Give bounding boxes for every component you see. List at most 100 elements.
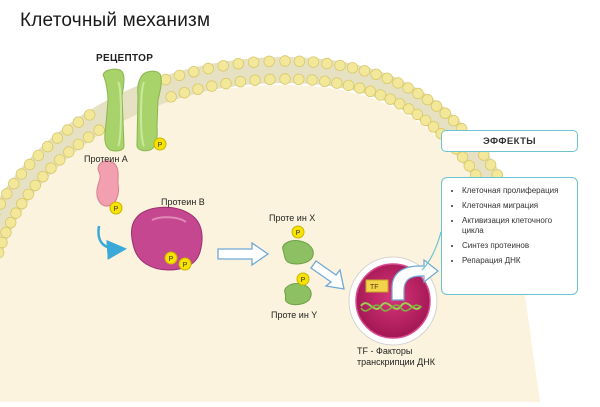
membrane-bead	[354, 82, 366, 94]
membrane-bead	[403, 103, 415, 115]
membrane-bead	[159, 73, 172, 86]
membrane-bead	[217, 60, 229, 72]
membrane-bead	[29, 179, 42, 192]
membrane-bead	[22, 188, 35, 201]
membrane-bead	[234, 75, 247, 88]
membrane-bead	[456, 151, 469, 163]
membrane-bead	[232, 58, 245, 70]
tf-short-label: TF	[370, 284, 379, 291]
phosphate-label: P	[158, 142, 163, 149]
protein-y-label: Проте ин Y	[271, 310, 318, 320]
membrane-bead	[263, 55, 275, 68]
membrane-bead	[412, 87, 424, 100]
membrane-bead	[364, 85, 377, 98]
arrow-b-to-x	[217, 241, 270, 267]
membrane-bead	[307, 56, 320, 68]
protein-a	[96, 160, 119, 207]
membrane-bead	[484, 159, 497, 171]
membrane-bead	[447, 114, 460, 127]
membrane-bead	[32, 149, 45, 162]
protein-y	[284, 283, 312, 306]
effect-item: Синтез протеинов	[462, 241, 569, 251]
phosphate-label: P	[301, 277, 306, 284]
effects-title-text: ЭФФЕКТЫ	[483, 135, 536, 147]
membrane-bead	[321, 57, 333, 70]
membrane-bead	[93, 124, 105, 136]
membrane-bead	[334, 59, 346, 72]
membrane-bead	[41, 140, 54, 153]
effect-item: Репарация ДНК	[462, 256, 569, 266]
membrane-bead	[381, 72, 393, 85]
membrane-bead	[331, 77, 343, 89]
protein-b-label: Протеин В	[161, 197, 205, 207]
phosphate-label: P	[296, 230, 301, 237]
effects-list: Клеточная пролиферация Клеточная миграци…	[452, 186, 569, 266]
phosphate-label: P	[183, 262, 188, 269]
effect-item: Активизация клеточного цикла	[462, 216, 569, 236]
membrane-bead	[264, 73, 276, 86]
receptor	[102, 68, 162, 152]
arrow-y-to-nucleus	[310, 260, 345, 290]
membrane-bead	[411, 108, 424, 121]
protein-x	[282, 240, 314, 265]
membrane-bead	[4, 216, 17, 229]
phosphate-protein-x: P	[291, 225, 305, 239]
phosphate-protein-b-1: P	[164, 251, 178, 265]
phosphate-label: P	[114, 206, 119, 213]
membrane-bead	[8, 177, 20, 190]
membrane-bead	[173, 69, 186, 82]
membrane-bead	[358, 65, 371, 77]
membrane-bead	[202, 62, 215, 75]
membrane-bead	[430, 100, 443, 112]
membrane-bead	[63, 146, 75, 158]
membrane-band	[0, 56, 543, 273]
tf-description: TF - Факторы транскрипции ДНК	[357, 346, 435, 367]
membrane-bead	[0, 236, 8, 249]
effects-list-box: Клеточная пролиферация Клеточная миграци…	[441, 177, 578, 295]
phosphate-protein-y: P	[296, 272, 310, 286]
membrane-bead	[1, 187, 13, 200]
membrane-bead	[247, 56, 260, 68]
effect-item: Клеточная пролиферация	[462, 186, 569, 196]
membrane-bead	[342, 79, 355, 92]
membrane-bead	[419, 114, 432, 127]
nucleus: TF	[348, 256, 439, 346]
membrane-bead	[61, 124, 74, 136]
membrane-bead	[45, 162, 57, 174]
membrane-bead	[16, 197, 28, 210]
membrane-bead	[279, 73, 291, 85]
membrane-bead	[15, 168, 28, 180]
membrane-bead	[51, 132, 64, 144]
membrane-bead	[439, 107, 451, 119]
receptor-left-subunit	[102, 68, 125, 152]
membrane-bead	[249, 74, 261, 86]
membrane-bead	[293, 73, 305, 86]
membrane-bead	[402, 82, 414, 94]
membrane-bead	[427, 121, 440, 133]
membrane-bead	[370, 68, 382, 81]
phosphate-receptor: P	[153, 137, 167, 151]
membrane-bead	[319, 75, 331, 88]
membrane-bead	[0, 198, 7, 210]
membrane-bead	[82, 131, 95, 143]
membrane-bead	[188, 65, 200, 78]
membrane-bead	[421, 93, 434, 106]
membrane-bead	[72, 138, 85, 151]
dna-strand	[360, 302, 422, 310]
membrane-bead	[374, 89, 387, 101]
membrane-bead	[37, 170, 49, 183]
membrane-bead	[0, 247, 5, 259]
phosphate-protein-a: P	[109, 201, 123, 215]
membrane-bead	[54, 154, 66, 166]
membrane-bead	[293, 55, 306, 68]
membrane-bead	[279, 55, 291, 67]
effects-connector	[421, 231, 442, 271]
membrane-bead	[346, 62, 359, 74]
membrane-bead	[72, 116, 85, 128]
membrane-bead	[165, 91, 177, 103]
membrane-bead	[10, 207, 22, 219]
membrane-bead	[192, 83, 204, 95]
tf-factor	[365, 279, 389, 293]
receptor-label: РЕЦЕПТОР	[96, 53, 154, 64]
